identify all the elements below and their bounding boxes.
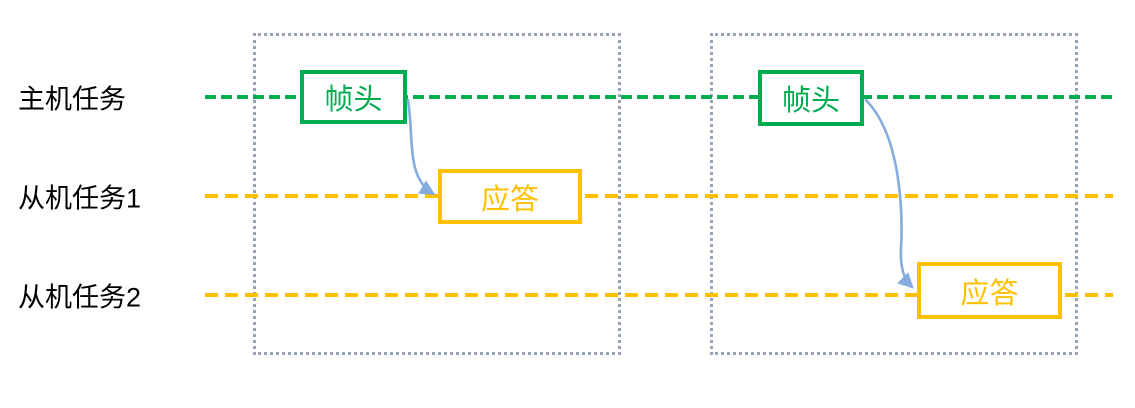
slave-task-1-lifeline <box>205 194 1113 198</box>
lane-label-slave-task-1: 从机任务1 <box>18 183 142 214</box>
lane-label-host-task: 主机任务 <box>18 84 126 115</box>
host-task-lifeline <box>205 95 1113 99</box>
slave-task-2-lifeline <box>205 293 1113 297</box>
frame-header-box-2: 帧头 <box>758 70 864 126</box>
response-box-2: 应答 <box>917 262 1062 319</box>
lane-label-slave-task-2: 从机任务2 <box>18 282 142 313</box>
frame-header-box-1: 帧头 <box>300 70 407 124</box>
response-box-1: 应答 <box>438 169 582 224</box>
